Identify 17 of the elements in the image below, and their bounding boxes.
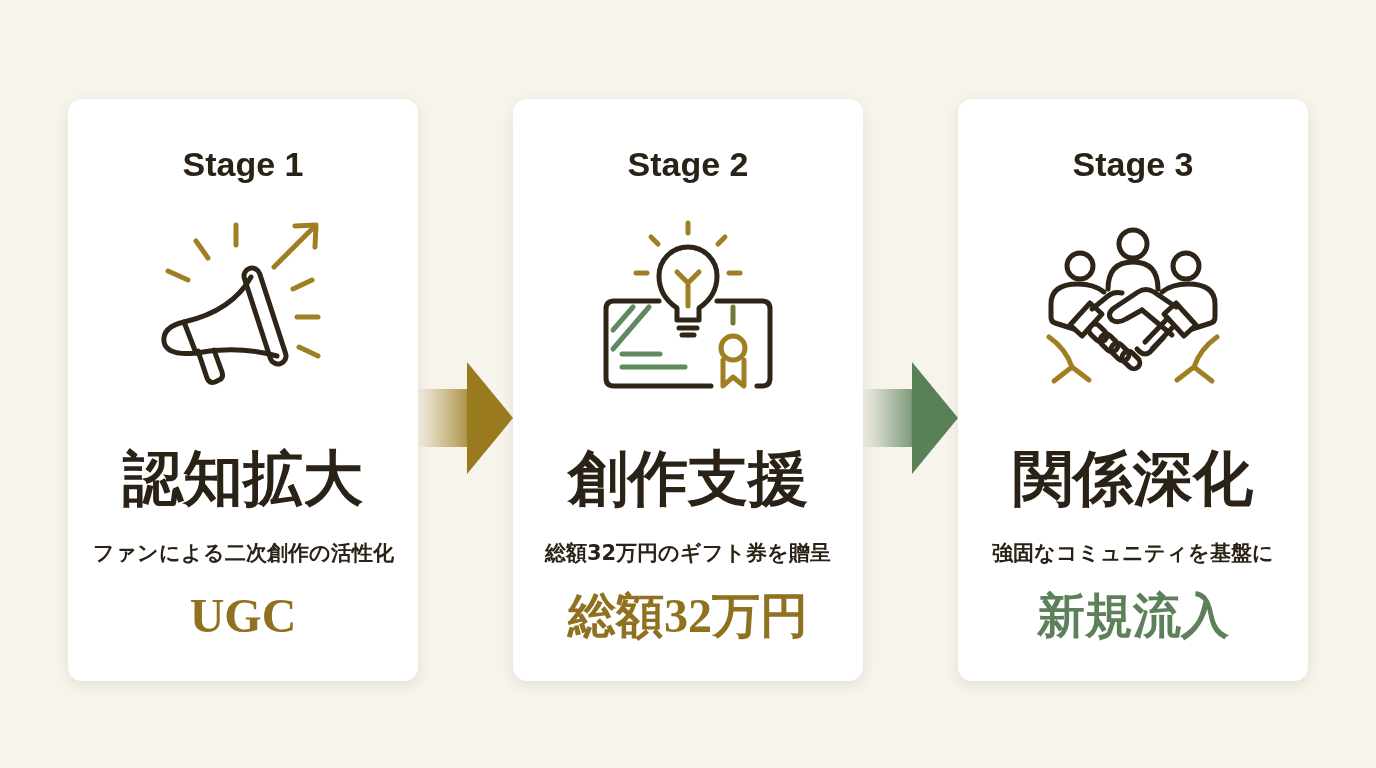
stage-title: 創作支援 (568, 443, 808, 513)
stage-description: 強固なコミュニティを基盤に (992, 540, 1274, 566)
stage-description: ファンによる二次創作の活性化 (92, 540, 394, 566)
arrow (418, 362, 513, 474)
stage-label: Stage 2 (627, 145, 749, 185)
stage-card (958, 99, 1308, 681)
highlight-text: 新規流入 (1037, 588, 1229, 644)
stage-label: Stage 3 (1072, 145, 1194, 185)
stage-title: 認知拡大 (123, 443, 363, 513)
highlight-text: 総額32万円 (568, 588, 808, 644)
stage-description: 総額32万円のギフト券を贈呈 (544, 540, 832, 566)
stage-title: 関係深化 (1013, 443, 1253, 513)
highlight-text: UGC (189, 588, 297, 644)
stage-card (68, 99, 418, 681)
stage-card (513, 99, 863, 681)
arrow (863, 362, 958, 474)
stage-label: Stage 1 (182, 145, 304, 185)
